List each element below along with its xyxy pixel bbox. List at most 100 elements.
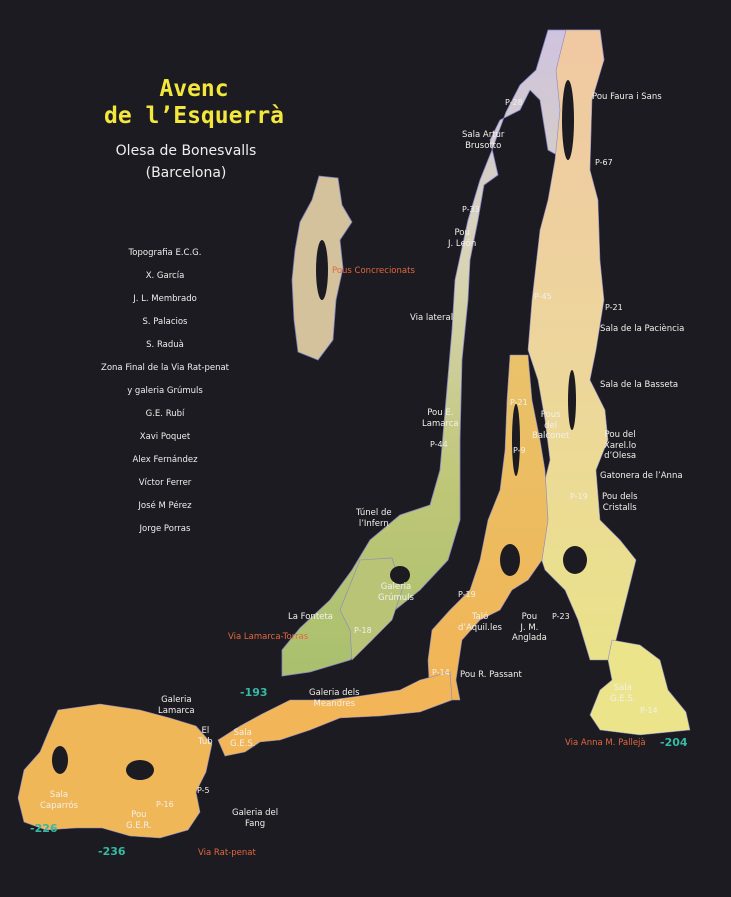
map-title-line1: Avenc [159, 76, 229, 102]
credit-line: X. García [145, 271, 185, 281]
label-line: J. León [448, 238, 477, 249]
label-line: Pou E. [427, 408, 454, 418]
label-pou-anglada: Pou J. M. Anglada [512, 612, 547, 644]
label-line: Lamarca [422, 418, 459, 429]
label-pou-xarel: Pou del Xarel.lo d’Olesa [604, 430, 636, 462]
pitch-p18: P-18 [354, 626, 372, 635]
pitch-p19b: P-19 [458, 590, 476, 599]
map-subtitle: Olesa de Bonesvalls (Barcelona) [90, 140, 282, 184]
depth-193: -193 [240, 686, 268, 699]
label-pous-concrecionats: Pous Concrecionats [332, 266, 415, 276]
label-line: Cristalls [602, 502, 637, 513]
label-line: Xarel.lo [604, 440, 637, 451]
pitch-p44: P-44 [430, 440, 448, 449]
credit-line: Xavi Poquet [139, 432, 191, 442]
sala-ges-right [589, 639, 691, 736]
label-line: El [201, 726, 210, 736]
label-line: d’Aquil.les [458, 622, 502, 633]
label-pou-ger: Pou G.E.R. [126, 810, 152, 831]
label-line: Galeria [380, 582, 412, 592]
label-line: Taló [471, 612, 489, 622]
cavity-voids [52, 80, 587, 780]
label-line: Caparrós [40, 800, 79, 811]
label-sala-basseta: Sala de la Basseta [600, 380, 679, 390]
lower-left-galleries [17, 703, 213, 839]
label-line: Galeria dels [309, 688, 360, 698]
credit-line: S. Raduà [146, 340, 184, 350]
pitch-p5: P-5 [197, 786, 210, 795]
label-sala-ges-right: Sala G.E.S. [610, 683, 635, 704]
label-el-tub: El Tub [198, 726, 213, 747]
label-line: Fang [245, 818, 266, 829]
galeria-meandres [217, 671, 453, 757]
label-via-lateral: Via lateral [410, 313, 454, 323]
label-line: del [544, 420, 558, 431]
label-line: d’Olesa [604, 451, 637, 462]
label-pou-leon: Pou J. León [448, 228, 476, 249]
label-line: Pou [131, 810, 147, 820]
pitch-p14b: P-14 [640, 706, 658, 715]
pitch-p9: P-9 [513, 446, 526, 455]
credits-list: Topografia E.C.G. X. García J. L. Membra… [80, 242, 250, 541]
credit-line: y galeria Grúmuls [127, 386, 203, 396]
pitch-p21a: P-21 [605, 303, 623, 312]
label-line: Pou del [604, 430, 636, 440]
map-title: Avenc de l’Esquerrà [104, 76, 284, 130]
label-galeria-grumuls: Galeria Grúmuls [378, 582, 414, 603]
label-line: G.E.R. [126, 820, 152, 831]
pitch-p23: P-23 [552, 612, 570, 621]
label-line: Pou [454, 228, 470, 238]
label-gatonera: Gatonera de l’Anna [600, 471, 683, 481]
label-line: Anglada [512, 633, 547, 644]
depth-226: -226 [30, 822, 58, 835]
depth-204: -204 [660, 736, 688, 749]
label-line: G.E.S. [230, 738, 256, 749]
pitch-p19a: P-19 [570, 492, 588, 501]
label-pou-faura: Pou Faura i Sans [592, 92, 662, 102]
credit-line: G.E. Rubí [145, 409, 185, 419]
label-tunel-infern: Túnel de l’Infern [356, 508, 392, 529]
route-rat-penat: Via Rat-penat [198, 848, 256, 858]
label-sala-paciencia: Sala de la Paciència [600, 324, 685, 334]
label-line: Lamarca [158, 705, 195, 716]
pitch-p33: P-33 [462, 205, 480, 214]
map-subtitle-line2: (Barcelona) [145, 165, 227, 181]
pitch-p28: P-28 [505, 98, 523, 107]
label-line: Galeria del [232, 808, 279, 818]
pitch-p16: P-16 [156, 800, 174, 809]
route-anna-palleja: Via Anna M. Pallejà [565, 738, 646, 748]
label-galeria-lamarca: Galeria Lamarca [158, 695, 195, 716]
pitch-p45: P-45 [534, 292, 552, 301]
credit-line: S. Palacios [142, 317, 188, 327]
label-line: Sala [233, 728, 252, 738]
label-line: Sala [613, 683, 632, 693]
credit-line: Víctor Ferrer [138, 478, 192, 488]
label-line: Tub [198, 736, 213, 747]
label-line: Brusotto [465, 140, 502, 151]
label-galeria-meandres: Galeria dels Meandres [309, 688, 360, 709]
label-line: Pous [540, 410, 561, 420]
label-sala-artur: Sala Artur Brusotto [462, 130, 504, 151]
pitch-p21b: P-21 [510, 398, 528, 407]
credit-line: Alex Fernández [132, 455, 198, 465]
depth-236: -236 [98, 845, 126, 858]
label-sala-caparros: Sala Caparrós [40, 790, 78, 811]
credit-line: J. L. Membrado [133, 294, 197, 304]
label-line: Meandres [313, 698, 356, 709]
credit-line: Jorge Porras [139, 524, 191, 534]
label-line: l’Infern [358, 518, 389, 529]
route-lamarca-torras: Via Lamarca-Torras [228, 632, 309, 642]
credit-line: Topografia E.C.G. [128, 248, 202, 258]
credit-line: Zona Final de la Via Rat-penat [101, 363, 229, 373]
label-line: Grúmuls [378, 592, 414, 603]
label-line: Túnel de [356, 508, 392, 518]
label-line: Pou dels [602, 492, 638, 502]
label-sala-ges-left: Sala G.E.S. [230, 728, 255, 749]
map-subtitle-line1: Olesa de Bonesvalls [115, 143, 257, 159]
pitch-p14a: P-14 [432, 668, 450, 677]
label-pou-passant: Pou R. Passant [460, 670, 522, 680]
label-pou-lamarca: Pou E. Lamarca [422, 408, 459, 429]
label-line: Sala [49, 790, 69, 800]
label-line: G.E.S. [610, 693, 636, 704]
